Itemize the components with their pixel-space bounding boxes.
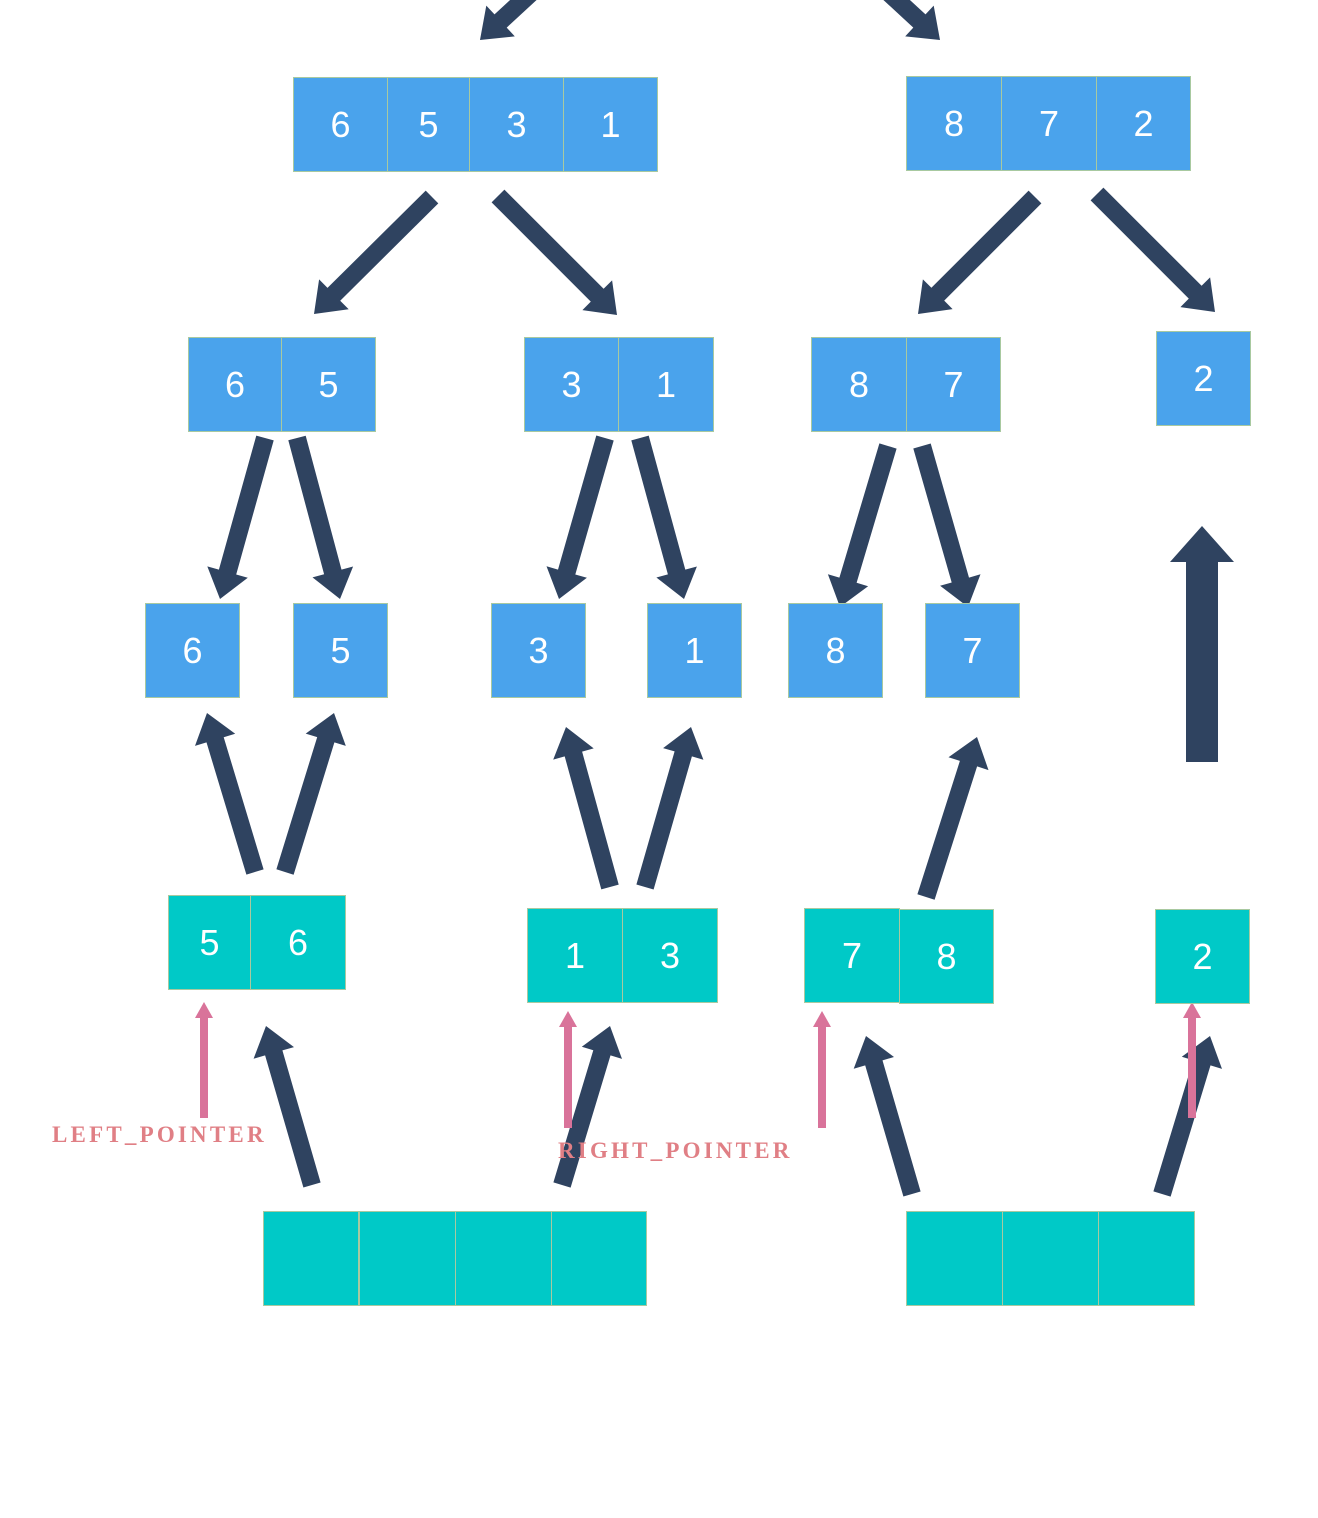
single-d-cell: 2 bbox=[1156, 331, 1251, 426]
leaf-cell-7: 7 bbox=[925, 603, 1020, 698]
pair-a-cell-2: 5 bbox=[281, 337, 376, 432]
result-left-cell-3 bbox=[455, 1211, 552, 1306]
result-left-cell-2 bbox=[359, 1211, 456, 1306]
merged-a-cell-2: 6 bbox=[250, 895, 346, 990]
leaf-cell-6: 6 bbox=[145, 603, 240, 698]
pair-b-cell-2: 1 bbox=[618, 337, 714, 432]
pair-c-cell-2: 7 bbox=[906, 337, 1001, 432]
merge-arrow bbox=[883, 0, 940, 40]
left-half-cell-3: 3 bbox=[469, 77, 564, 172]
merge-arrow bbox=[253, 1026, 321, 1188]
result-right-cell-2 bbox=[1002, 1211, 1099, 1306]
merge-arrow bbox=[553, 1026, 622, 1188]
result-right-cell-1 bbox=[906, 1211, 1003, 1306]
merge-arrow bbox=[276, 713, 346, 875]
right-pointer-label: RIGHT_POINTER bbox=[558, 1138, 793, 1163]
merge-arrow bbox=[827, 443, 897, 607]
pointer-arrow bbox=[195, 1002, 213, 1118]
merge-arrow bbox=[288, 435, 354, 599]
left-half-cell-1: 6 bbox=[293, 77, 388, 172]
merge-arrow bbox=[636, 727, 704, 890]
merge-arrow bbox=[913, 443, 981, 607]
pair-a-cell-1: 6 bbox=[188, 337, 282, 432]
merge-arrow bbox=[1153, 1036, 1222, 1197]
merge-arrow bbox=[314, 190, 439, 314]
pointer-arrow bbox=[559, 1011, 577, 1128]
merged-c-cell-1: 7 bbox=[804, 908, 900, 1003]
left-half-cell-4: 1 bbox=[563, 77, 658, 172]
left-half-cell-2: 5 bbox=[387, 77, 470, 172]
merged-d-cell: 2 bbox=[1155, 909, 1250, 1004]
pair-b-cell-1: 3 bbox=[524, 337, 619, 432]
leaf-cell-3: 3 bbox=[491, 603, 586, 698]
merged-b-cell-1: 1 bbox=[527, 908, 623, 1003]
merge-arrow bbox=[853, 1036, 921, 1197]
merged-a-cell-1: 5 bbox=[168, 895, 251, 990]
merged-c-cell-2: 8 bbox=[899, 909, 994, 1004]
merge-arrow bbox=[1090, 187, 1215, 312]
result-left-cell-4 bbox=[551, 1211, 647, 1306]
merge-arrow bbox=[195, 713, 264, 875]
merge-arrow bbox=[553, 727, 619, 890]
right-half-cell-1: 8 bbox=[906, 76, 1002, 171]
result-left-cell-1 bbox=[263, 1211, 359, 1306]
merge-arrow bbox=[917, 737, 989, 900]
merged-b-cell-2: 3 bbox=[622, 908, 718, 1003]
leaf-cell-8: 8 bbox=[788, 603, 883, 698]
pointer-arrow bbox=[813, 1011, 831, 1128]
merge-arrow bbox=[491, 189, 617, 315]
merge-arrow bbox=[918, 190, 1042, 314]
merge-arrow bbox=[480, 0, 537, 40]
merge-arrow bbox=[1170, 526, 1234, 762]
pair-c-cell-1: 8 bbox=[811, 337, 907, 432]
leaf-cell-5: 5 bbox=[293, 603, 388, 698]
result-right-cell-3 bbox=[1098, 1211, 1195, 1306]
right-half-cell-2: 7 bbox=[1001, 76, 1097, 171]
leaf-cell-1: 1 bbox=[647, 603, 742, 698]
merge-arrow bbox=[207, 435, 274, 599]
merge-arrow bbox=[546, 435, 614, 599]
left-pointer-label: LEFT_POINTER bbox=[52, 1122, 267, 1147]
merge-arrow bbox=[631, 435, 697, 599]
right-half-cell-3: 2 bbox=[1096, 76, 1191, 171]
pointer-arrow bbox=[1183, 1002, 1201, 1118]
